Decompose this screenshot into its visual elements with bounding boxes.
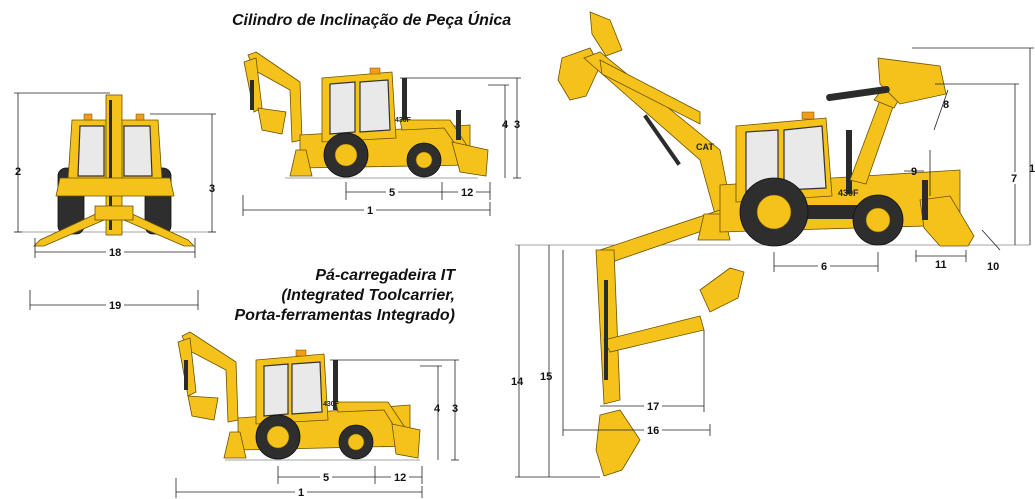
dim-9-right: 9 xyxy=(911,166,917,178)
caption-single-tilt: Cilindro de Inclinação de Peça Única xyxy=(232,12,512,29)
dim-16-right: 16 xyxy=(647,425,659,437)
dim-4-top: 4 xyxy=(502,119,509,131)
caption-it-loader-line2: (Integrated Toolcarrier, xyxy=(281,287,455,304)
dim-14-right: 14 xyxy=(511,376,524,388)
top-side-view-machine: 430F xyxy=(243,51,489,179)
front-view-machine xyxy=(15,94,215,247)
caption-it-loader: Pá-carregadeira IT (Integrated Toolcarri… xyxy=(212,266,456,326)
model-badge-top: 430F xyxy=(395,117,412,124)
caption-it-loader-line1: Pá-carregadeira IT xyxy=(315,267,455,284)
dim-3-bottom: 3 xyxy=(452,403,458,415)
dim-4-bottom: 4 xyxy=(434,403,441,415)
dim-6-right: 6 xyxy=(821,261,827,273)
dim-1-top: 1 xyxy=(367,205,373,217)
dim-12-top: 12 xyxy=(461,187,473,199)
top-side-view-dims: 3 4 5 12 1 xyxy=(242,77,521,217)
bottom-side-view-dims: 3 4 5 12 1 xyxy=(175,359,459,499)
dim-3: 3 xyxy=(209,183,215,195)
dim-7-right: 7 xyxy=(1011,173,1017,185)
brand-badge-right: CAT xyxy=(696,142,714,152)
dim-15-right: 15 xyxy=(540,371,552,383)
right-view-dims: 1 7 8 9 10 11 6 14 15 xyxy=(511,47,1035,478)
front-view-dims: 2 3 18 19 xyxy=(14,92,216,312)
dim-11-right: 11 xyxy=(935,259,947,271)
dim-10-right: 10 xyxy=(987,261,999,273)
dim-3-top: 3 xyxy=(514,119,520,131)
dim-5-bottom: 5 xyxy=(323,472,329,484)
dim-18: 18 xyxy=(109,247,121,259)
caption-it-loader-line3: Porta-ferramentas Integrado) xyxy=(234,307,456,324)
dim-5-top: 5 xyxy=(389,187,395,199)
dim-2: 2 xyxy=(15,166,21,178)
dim-19: 19 xyxy=(109,300,121,312)
dim-12-bottom: 12 xyxy=(394,472,406,484)
dim-17-right: 17 xyxy=(647,401,659,413)
dim-1-bottom: 1 xyxy=(298,487,304,499)
model-badge-right: 430F xyxy=(838,188,859,198)
dim-8-right: 8 xyxy=(943,99,949,111)
right-view-machine: CAT 430F xyxy=(515,11,1030,477)
bottom-side-view-machine: 430F xyxy=(177,331,421,461)
dim-1-right: 1 xyxy=(1029,163,1035,175)
model-badge-bottom: 430F xyxy=(323,401,340,408)
